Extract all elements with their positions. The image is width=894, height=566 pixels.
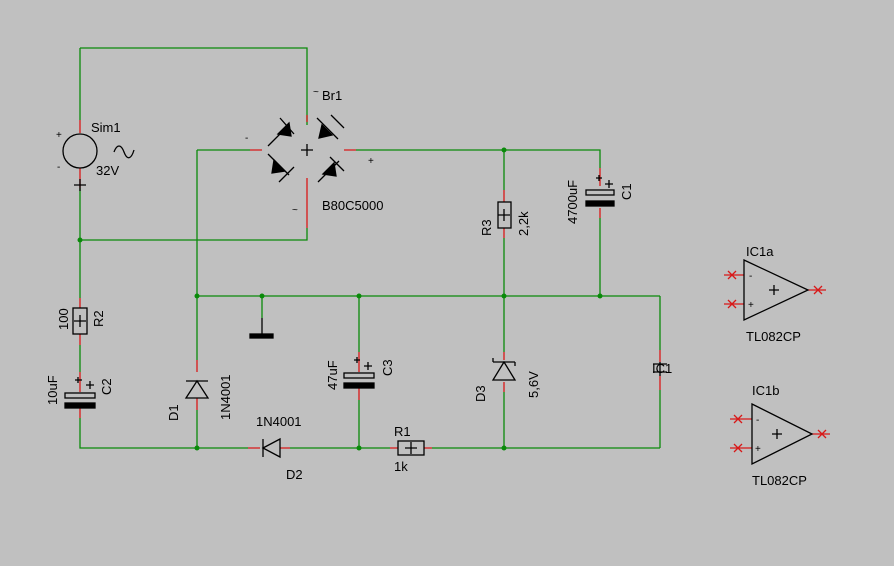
diode-d1[interactable]: D1 1N4001 bbox=[166, 360, 233, 421]
bridge-ac-mark-bottom: ~ bbox=[292, 205, 298, 216]
resistor-r2[interactable]: 100 R2 bbox=[56, 298, 106, 345]
junction-dot bbox=[77, 237, 83, 243]
r3-value: 2,2k bbox=[516, 211, 531, 236]
bridge-ref: Br1 bbox=[322, 88, 342, 103]
r2-value: 100 bbox=[56, 308, 71, 330]
bridge-minus-mark: - bbox=[245, 133, 248, 144]
ic1-power-ref: IC1 bbox=[652, 361, 672, 376]
junction-dot bbox=[194, 445, 200, 451]
wire-c2-d2[interactable] bbox=[79, 418, 248, 449]
bridge-plus-mark: + bbox=[368, 156, 374, 167]
wire-bridge-plus[interactable] bbox=[356, 149, 601, 168]
c3-value: 47uF bbox=[325, 360, 340, 390]
source-ref: Sim1 bbox=[91, 120, 121, 135]
r2-ref: R2 bbox=[91, 310, 106, 327]
ic1a-value: TL082CP bbox=[746, 329, 801, 344]
wire-top[interactable] bbox=[80, 47, 308, 125]
ic1a-inverting-mark: - bbox=[749, 271, 752, 282]
junction-dot bbox=[194, 293, 200, 299]
c3-ref: C3 bbox=[380, 359, 395, 376]
d1-value: 1N4001 bbox=[218, 374, 233, 420]
ic1b-ref: IC1b bbox=[752, 383, 779, 398]
d3-ref: D3 bbox=[473, 385, 488, 402]
source-minus-mark: - bbox=[57, 162, 60, 173]
ground-symbol bbox=[249, 318, 274, 339]
ic1-power-pins[interactable]: IC1 bbox=[652, 350, 672, 390]
bridge-ac-mark-top: ~ bbox=[313, 87, 319, 98]
ic1b-value: TL082CP bbox=[752, 473, 807, 488]
zener-diode-d3[interactable]: D3 5,6V bbox=[473, 352, 541, 402]
opamp-ic1b[interactable]: - + IC1b TL082CP bbox=[730, 383, 830, 488]
resistor-r3[interactable]: R3 2,2k bbox=[479, 190, 531, 238]
capacitor-c3[interactable]: 47uF C3 bbox=[325, 352, 395, 400]
bridge-value: B80C5000 bbox=[322, 198, 383, 213]
d2-value: 1N4001 bbox=[256, 414, 302, 429]
ic1a-ref: IC1a bbox=[746, 244, 774, 259]
resistor-r1[interactable]: R1 1k bbox=[390, 424, 432, 474]
c2-value: 10uF bbox=[45, 375, 60, 405]
junction-dot bbox=[501, 445, 507, 451]
r3-ref: R3 bbox=[479, 219, 494, 236]
wire-source-bottom[interactable] bbox=[79, 188, 308, 241]
capacitor-c1[interactable]: 4700uF C1 bbox=[565, 168, 634, 224]
junction-dot bbox=[501, 293, 507, 299]
junction-dot bbox=[501, 147, 507, 153]
r1-value: 1k bbox=[394, 459, 408, 474]
junction-dot bbox=[356, 445, 362, 451]
capacitor-c2[interactable]: 10uF C2 bbox=[45, 372, 114, 418]
voltage-source-sim1[interactable]: + - Sim1 32V bbox=[56, 120, 135, 191]
c1-value: 4700uF bbox=[565, 180, 580, 224]
bridge-rectifier-br1[interactable]: ~ - + ~ Br1 B80C5000 bbox=[245, 87, 383, 228]
ic1a-noninverting-mark: + bbox=[748, 300, 754, 311]
junctions bbox=[77, 147, 603, 451]
d3-value: 5,6V bbox=[526, 371, 541, 398]
ic1b-noninverting-mark: + bbox=[755, 444, 761, 455]
junction-dot bbox=[259, 293, 265, 299]
c2-ref: C2 bbox=[99, 378, 114, 395]
d2-ref: D2 bbox=[286, 467, 303, 482]
r1-ref: R1 bbox=[394, 424, 411, 439]
ic1b-inverting-mark: - bbox=[756, 415, 759, 426]
junction-dot bbox=[597, 293, 603, 299]
diode-d2[interactable]: 1N4001 D2 bbox=[248, 414, 303, 482]
source-value: 32V bbox=[96, 163, 119, 178]
source-plus-mark: + bbox=[56, 130, 62, 141]
opamp-ic1a[interactable]: - + IC1a TL082CP bbox=[724, 244, 826, 344]
junction-dot bbox=[356, 293, 362, 299]
d1-ref: D1 bbox=[166, 404, 181, 421]
c1-ref: C1 bbox=[619, 183, 634, 200]
